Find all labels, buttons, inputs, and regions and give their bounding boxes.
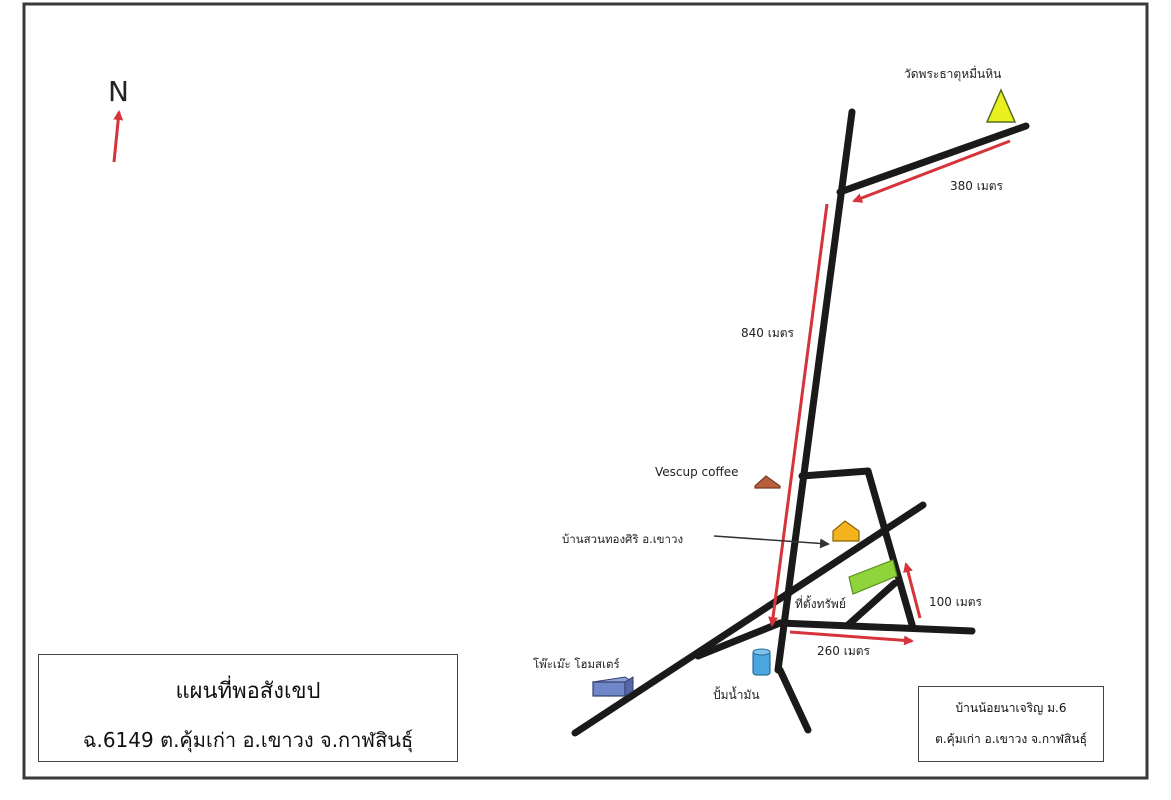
road-west-branch <box>694 619 784 660</box>
arrow-260 <box>789 630 914 646</box>
temple-icon <box>985 88 1017 123</box>
arrow-100 <box>903 562 922 619</box>
distance-100-label: 100 เมตร <box>929 595 983 609</box>
store-label: โพ๊ะเม๊ะ โฮมสเตร์ <box>533 657 620 671</box>
map-title-box: แผนที่พอสังเขป ฉ.6149 ต.คุ้มเก่า อ.เขาวง… <box>38 654 458 762</box>
road-main-north-south <box>774 108 856 674</box>
gas-station-label: ปั้มน้ำมัน <box>713 686 760 702</box>
cafe-icon <box>754 475 781 489</box>
cafe-label: Vescup coffee <box>655 465 739 479</box>
property-icon <box>848 559 898 595</box>
temple-label: วัดพระธาตุหมื่นหิน <box>904 65 1001 82</box>
distance-840-label: 840 เมตร <box>741 326 795 340</box>
distance-260-label: 260 เมตร <box>817 644 871 658</box>
village-location-box: บ้านน้อยนาเจริญ ม.6 ต.คุ้มเก่า อ.เขาวง จ… <box>918 686 1104 762</box>
arrow-380 <box>852 139 1011 203</box>
village-name: บ้านน้อยนาเจริญ ม.6 <box>955 701 1067 715</box>
village-district: ต.คุ้มเก่า อ.เขาวง จ.กาฬสินธุ์ <box>935 732 1087 746</box>
resort-label: บ้านสวนทองศิริ อ.เขาวง <box>562 532 683 546</box>
map-frame <box>22 2 1149 780</box>
north-compass: N <box>108 75 129 163</box>
deed-location: ฉ.6149 ต.คุ้มเก่า อ.เขาวง จ.กาฬสินธุ์ <box>82 728 414 752</box>
north-arrow-icon <box>112 110 124 163</box>
road-east-west-south <box>776 619 976 635</box>
arrow-840 <box>768 203 829 627</box>
road-to-temple <box>836 122 1030 196</box>
property-label: ที่ตั้งทรัพย์ <box>795 595 846 611</box>
road-loop-east <box>864 467 917 632</box>
road-south-branch <box>776 666 812 734</box>
distance-arrows <box>768 139 1011 646</box>
north-label: N <box>108 75 129 108</box>
resort-icon <box>832 520 860 542</box>
road-loop-top <box>798 467 872 480</box>
resort-pointer-arrow <box>713 535 830 549</box>
distance-380-label: 380 เมตร <box>950 179 1004 193</box>
road-diagonal-southwest-northeast <box>571 501 927 737</box>
gas-station-icon <box>752 648 771 676</box>
roads <box>571 108 1030 737</box>
store-icon <box>591 676 635 697</box>
road-property-access <box>844 579 899 629</box>
map-title: แผนที่พอสังเขป <box>175 679 321 704</box>
